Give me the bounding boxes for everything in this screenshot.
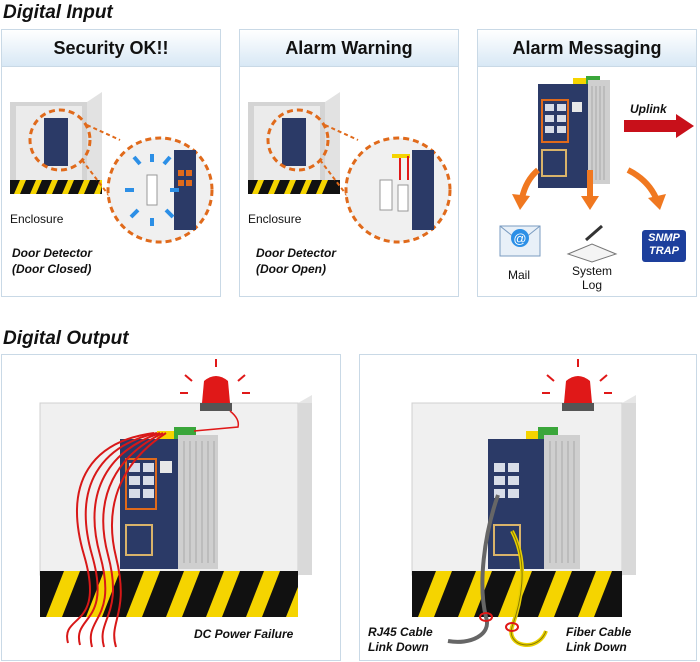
rj45-caption-line1: RJ45 Cable <box>368 625 433 639</box>
panel-security-ok: Security OK!! Enclosure Door Detector (D… <box>1 29 221 297</box>
panel-dc-power-failure: DC Power Failure <box>1 354 341 661</box>
enclosure-label: Enclosure <box>10 212 64 226</box>
dc-power-failure-caption: DC Power Failure <box>194 627 294 641</box>
system-log-label-line1: System <box>571 264 612 278</box>
panel-heading: Alarm Messaging <box>478 30 696 67</box>
fiber-caption-line2: Link Down <box>566 640 627 654</box>
door-open-illustration <box>248 92 452 244</box>
section-title-digital-input: Digital Input <box>3 2 113 23</box>
svg-text:@: @ <box>513 231 526 246</box>
enclosure-label: Enclosure <box>248 212 302 226</box>
snmp-trap-line2: TRAP <box>649 245 679 257</box>
caption-line2: (Door Open) <box>256 262 326 276</box>
section-title-digital-output: Digital Output <box>3 328 129 349</box>
caption-line1: Door Detector <box>12 246 93 260</box>
caption-line1: Door Detector <box>256 246 337 260</box>
mail-label: Mail <box>508 268 531 282</box>
panel-heading: Security OK!! <box>2 30 220 67</box>
door-closed-illustration <box>10 92 214 244</box>
panel-heading: Alarm Warning <box>240 30 458 67</box>
fiber-caption-line1: Fiber Cable <box>566 625 632 639</box>
uplink-label: Uplink <box>630 102 667 116</box>
panel-alarm-warning: Alarm Warning Enclosure Door Detector (D… <box>239 29 459 297</box>
link-down-illustration <box>411 359 636 647</box>
rj45-caption-line2: Link Down <box>368 640 429 654</box>
dc-power-failure-illustration <box>39 359 312 648</box>
snmp-trap-line1: SNMP <box>648 232 680 244</box>
messaging-illustration: @ <box>499 76 694 263</box>
system-log-label-line2: Log <box>581 278 603 292</box>
panel-link-down: RJ45 Cable Link Down Fiber Cable Link Do… <box>359 354 697 661</box>
panel-alarm-messaging: Alarm Messaging @ <box>477 29 697 297</box>
caption-line2: (Door Closed) <box>12 262 92 276</box>
